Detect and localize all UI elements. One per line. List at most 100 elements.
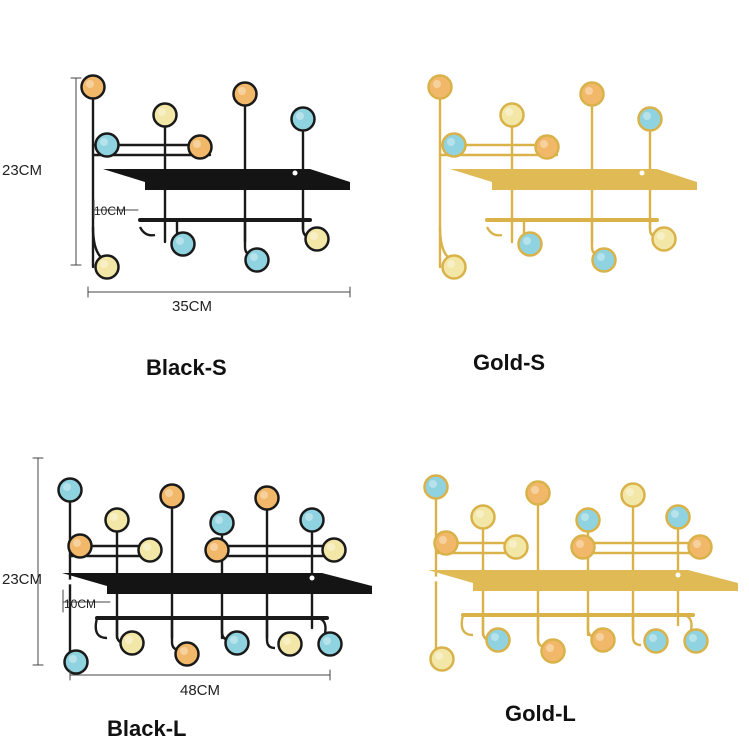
knob [503, 534, 529, 560]
shelf-top [103, 169, 350, 182]
knob-highlight [447, 260, 455, 268]
knob [174, 641, 200, 667]
knob-highlight [86, 80, 94, 88]
mount-hole [309, 575, 315, 581]
shelf-top [450, 169, 697, 182]
knob [470, 504, 496, 530]
mount-hole [433, 576, 439, 582]
knob-highlight [581, 513, 589, 521]
spacing-label-black-s: 10CM [94, 204, 127, 218]
knob [534, 134, 560, 160]
knob [224, 630, 250, 656]
width-label-black-s: 35CM [172, 298, 213, 315]
knob [433, 530, 459, 556]
knob-highlight [689, 634, 697, 642]
knob-highlight [283, 637, 291, 645]
height-label-black-l: 23CM [2, 571, 43, 588]
knob-highlight [596, 633, 604, 641]
width-label-black-l: 48CM [180, 682, 221, 699]
knob [687, 534, 713, 560]
knob-highlight [158, 108, 166, 116]
knob [441, 132, 467, 158]
knob-highlight [576, 540, 584, 548]
hook [460, 614, 474, 637]
knob-highlight [435, 652, 443, 660]
knob [244, 247, 270, 273]
hook [138, 226, 156, 237]
knob-highlight [238, 87, 246, 95]
knob [525, 480, 551, 506]
shelf-lip [107, 586, 372, 594]
shelf-lip [473, 583, 738, 591]
knob [299, 507, 325, 533]
knob [104, 507, 130, 533]
shelf-lip [145, 182, 350, 190]
knob [317, 631, 343, 657]
knob-highlight [643, 112, 651, 120]
knob-highlight [125, 636, 133, 644]
spacing-label-black-l: 10CM [64, 597, 97, 611]
knob-highlight [439, 536, 447, 544]
knob [63, 649, 89, 675]
knob-highlight [143, 543, 151, 551]
knob [254, 485, 280, 511]
caption-gold-l: Gold-L [505, 701, 576, 726]
caption-black-l: Black-L [107, 716, 187, 741]
knob [159, 483, 185, 509]
knob [423, 474, 449, 500]
knob-highlight [110, 513, 118, 521]
knob-highlight [657, 232, 665, 240]
knob [67, 533, 93, 559]
knob [209, 510, 235, 536]
knob [429, 646, 455, 672]
knob-highlight [433, 80, 441, 88]
knob [517, 231, 543, 257]
knob-highlight [671, 510, 679, 518]
shelf-top [428, 570, 738, 583]
knob [80, 74, 106, 100]
knob-highlight [215, 516, 223, 524]
knob [321, 537, 347, 563]
knob-highlight [585, 87, 593, 95]
knob [651, 226, 677, 252]
knob [94, 132, 120, 158]
knob [232, 81, 258, 107]
caption-gold-s: Gold-S [473, 350, 546, 375]
knob [590, 627, 616, 653]
knob [304, 226, 330, 252]
knob-highlight [100, 138, 108, 146]
knob [427, 74, 453, 100]
knob-highlight [597, 253, 605, 261]
knob-highlight [429, 480, 437, 488]
knob [485, 627, 511, 653]
knob-highlight [296, 112, 304, 120]
knob-highlight [323, 637, 331, 645]
knob-highlight [523, 237, 531, 245]
knob-highlight [491, 633, 499, 641]
knob-highlight [180, 647, 188, 655]
knob [570, 534, 596, 560]
knob-highlight [649, 634, 657, 642]
knob-highlight [693, 540, 701, 548]
knob-highlight [540, 140, 548, 148]
knob-highlight [505, 108, 513, 116]
mount-hole [104, 174, 110, 180]
knob-highlight [260, 491, 268, 499]
knob-highlight [73, 539, 81, 547]
hook [631, 615, 642, 647]
knob [540, 638, 566, 664]
knob-highlight [305, 513, 313, 521]
knob-highlight [310, 232, 318, 240]
knob-highlight [476, 510, 484, 518]
shelf-lip [492, 182, 697, 190]
knob-highlight [626, 488, 634, 496]
knob-highlight [531, 486, 539, 494]
knob [94, 254, 120, 280]
mount-hole [639, 170, 645, 176]
mount-hole [292, 170, 298, 176]
shelf-top [62, 573, 372, 586]
hook [485, 226, 503, 237]
knob-highlight [193, 140, 201, 148]
knob [637, 106, 663, 132]
